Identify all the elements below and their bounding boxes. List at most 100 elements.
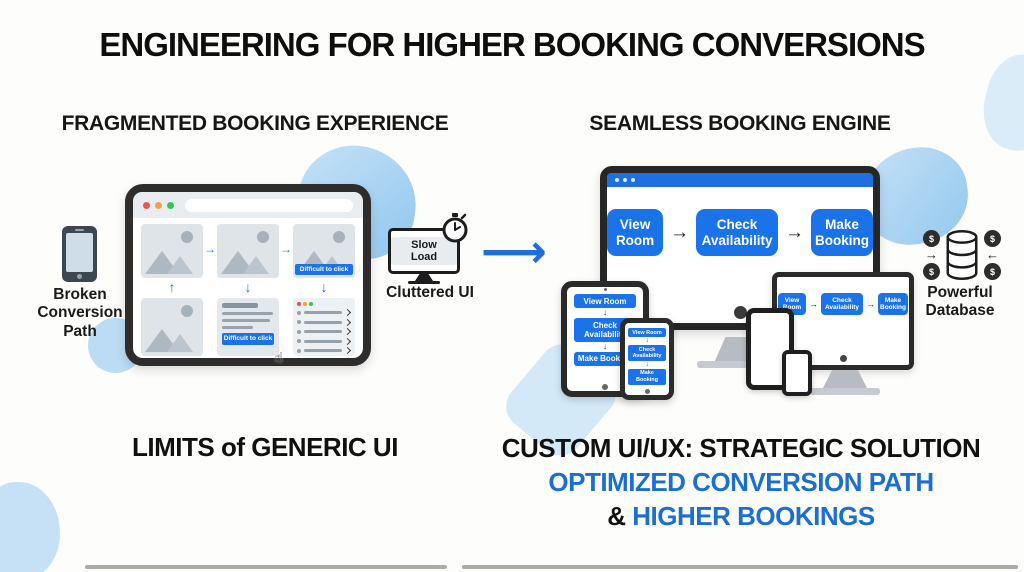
bullet-icon (297, 310, 301, 315)
footer-ampersand: & (607, 500, 633, 531)
slow-load-monitor-icon: Slow Load (388, 213, 478, 284)
list-item (297, 327, 352, 336)
list-text-line (304, 339, 342, 343)
monitor-camera-dot-icon (734, 306, 747, 319)
arrow-down-icon: ↓ (603, 308, 607, 318)
phone-home-button-icon (77, 274, 82, 279)
dollar-coin-icon: $ (923, 230, 940, 247)
list-text-line (304, 349, 342, 352)
text-line (222, 311, 273, 315)
transition-arrow-icon: ⟶ (481, 225, 547, 277)
mini-window-header (297, 302, 351, 306)
arrow-right-icon: → (280, 242, 292, 256)
traffic-light-red-icon (143, 201, 150, 209)
arrow-down-icon: ↓ (603, 341, 607, 351)
arrow-up-icon: ↑ (168, 279, 176, 295)
list-text-line (304, 311, 342, 314)
text-line (222, 303, 259, 308)
hand-cursor-icon: ☝ (274, 349, 283, 365)
address-bar (185, 198, 353, 212)
dollar-coin-icon: $ (984, 263, 1001, 280)
text-line (222, 318, 270, 322)
phone-flow-column: View Room ↓ Check Availability ↓ Make Bo… (625, 328, 669, 385)
check-availability-button: Check Availability (821, 293, 863, 315)
list-item (297, 308, 352, 317)
make-booking-button: Make Booking (811, 209, 873, 257)
image-placeholder-card: Difficult to click (293, 224, 355, 278)
db-left-column: $ → $ (923, 230, 940, 280)
image-sun-icon (257, 231, 269, 243)
desktop-monitor-stand (822, 370, 868, 390)
tablet-camera-icon (603, 288, 607, 291)
view-room-button: View Room (628, 328, 666, 338)
main-monitor-base (697, 361, 783, 368)
blue-blob-right-edge (974, 47, 1024, 159)
footer-line-1: CUSTOM UI/UX: STRATEGIC SOLUTION (501, 433, 981, 463)
list-item (297, 337, 352, 345)
check-availability-button: Check Availability (628, 345, 666, 361)
check-availability-button: Check Availability (696, 209, 779, 257)
slow-load-badge: Slow Load (391, 236, 457, 266)
image-placeholder-card (141, 224, 203, 278)
page-title: ENGINEERING FOR HIGHER BOOKING CONVERSIO… (99, 26, 925, 63)
seamless-phone: View Room ↓ Check Availability ↓ Make Bo… (620, 318, 674, 400)
arrow-right-icon: → (204, 242, 216, 256)
chevron-right-icon (343, 337, 352, 345)
monitor-stand (415, 274, 433, 281)
list-text-line (304, 330, 342, 333)
image-mountain-icon (167, 334, 193, 352)
window-dot-icon (615, 178, 619, 182)
window-dot-icon (623, 178, 627, 182)
bullet-icon (297, 320, 301, 324)
phone-screen (66, 233, 93, 272)
view-room-button: View Room (607, 209, 664, 257)
image-placeholder-card (217, 224, 279, 278)
browser-content: → → Difficult to click ↑ ↓ ↓ (141, 224, 355, 365)
bottom-divider-right (462, 565, 1018, 569)
arrow-right-icon: → (809, 299, 818, 309)
image-mountain-icon (243, 256, 269, 274)
chevron-right-icon (343, 318, 352, 326)
arrow-right-icon: → (670, 221, 690, 243)
fragmented-browser-tablet: → → Difficult to click ↑ ↓ ↓ (125, 184, 371, 366)
tablet-home-button-icon (602, 384, 608, 390)
monitor-title-bar (607, 173, 873, 187)
arrow-left-icon: ← (986, 247, 999, 262)
db-right-column: $ ← $ (984, 230, 1001, 280)
text-line (222, 325, 254, 329)
bullet-icon (297, 348, 301, 353)
blue-blob-bottom-left-corner (0, 482, 60, 572)
phone-speaker-icon (75, 229, 84, 231)
arrow-right-icon: → (866, 299, 875, 309)
arrow-down-icon: ↓ (645, 361, 649, 368)
arrow-right-icon: → (785, 221, 805, 243)
desktop-monitor-base (810, 388, 880, 395)
left-section-header: FRAGMENTED BOOKING EXPERIENCE (61, 112, 449, 135)
desktop-flow-row: View Room → Check Availability → Make Bo… (777, 293, 909, 315)
image-sun-icon (181, 231, 193, 243)
make-booking-button: Make Booking (628, 368, 666, 385)
mini-dot-green-icon (309, 302, 313, 306)
traffic-light-green-icon (167, 201, 174, 209)
footer-line-2: OPTIMIZED CONVERSION PATH (548, 466, 934, 497)
image-sun-icon (333, 231, 345, 243)
right-footer-text: CUSTOM UI/UX: STRATEGIC SOLUTION OPTIMIZ… (480, 432, 1002, 533)
broken-conversion-path-label: Broken Conversion Path (37, 286, 123, 340)
browser-toolbar (133, 192, 363, 218)
booking-flow-row: View Room → Check Availability → Make Bo… (607, 209, 873, 257)
bullet-icon (297, 339, 301, 343)
list-item (297, 318, 352, 326)
list-text-line (304, 320, 342, 324)
powerful-database-label: Powerful Database (925, 284, 995, 320)
difficult-to-click-badge: Difficult to click (295, 264, 353, 275)
bullet-icon (297, 329, 301, 334)
image-placeholder-card (141, 298, 203, 356)
arrow-down-icon: ↓ (320, 279, 328, 295)
bottom-divider-left (85, 565, 447, 569)
text-content-card: Difficult to click ☝ (217, 298, 283, 365)
database-cylinder-icon (946, 230, 978, 280)
list-item (297, 346, 352, 355)
blank-phone-device (782, 350, 812, 396)
powerful-database-icon: $ → $ $ ← $ (920, 222, 1004, 288)
